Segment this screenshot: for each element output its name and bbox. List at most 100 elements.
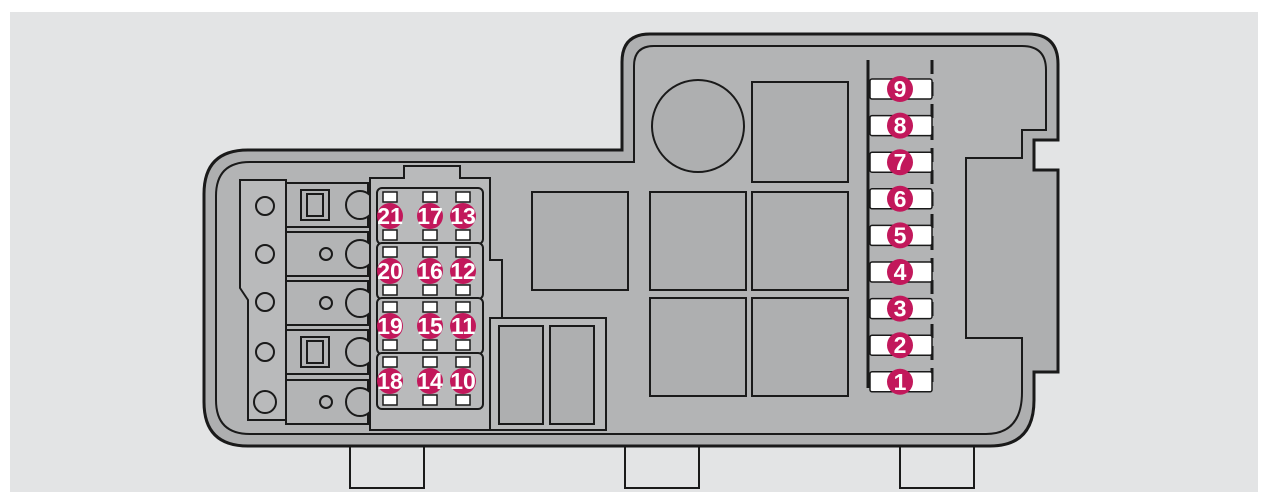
small-fuse: 14	[417, 356, 443, 406]
fuse-blade	[422, 229, 438, 241]
relay-slot	[649, 297, 747, 397]
fuse-blade	[422, 394, 438, 406]
fuse-number-badge	[450, 203, 476, 229]
fuse-blade	[422, 284, 438, 296]
fuse-number-badge	[887, 112, 913, 139]
fuse-number-badge	[887, 76, 913, 102]
fuse-blade	[455, 284, 471, 296]
fuse-blade	[382, 191, 398, 203]
fuse-number-badge	[887, 259, 913, 285]
fuse-number-badge	[450, 368, 476, 394]
relay-slot	[751, 297, 849, 397]
strip-fuse: 3	[869, 295, 933, 322]
maxi-fuse-slot	[549, 325, 595, 425]
small-fuse: 15	[417, 301, 443, 351]
strip-fuse: 4	[869, 259, 933, 285]
fuse-number-badge	[887, 332, 913, 359]
fuse-number-badge	[417, 313, 443, 339]
relay-slot	[751, 81, 849, 183]
fuse-blade	[455, 339, 471, 351]
fuse-number-badge	[417, 258, 443, 284]
connector-hole	[253, 390, 277, 414]
fuse-number-badge	[887, 368, 913, 395]
relay-slot	[531, 191, 629, 291]
fuse-number: 11	[451, 313, 476, 339]
terminal-round-contacts	[345, 190, 375, 417]
fuse-number: 19	[377, 313, 403, 339]
fuse-blade	[455, 229, 471, 241]
fuse-number-badge	[450, 313, 476, 339]
fuse-number: 10	[450, 368, 476, 394]
connector-holes	[253, 196, 277, 414]
fuse-blade	[382, 284, 398, 296]
fuse-number: 3	[894, 296, 907, 322]
terminal-square	[300, 336, 330, 368]
connector-hole	[255, 292, 275, 312]
fuse-number-badge	[377, 368, 403, 394]
fuse-number: 17	[417, 203, 443, 229]
fuse-number: 20	[377, 258, 403, 284]
terminal-pin-contacts	[319, 247, 333, 409]
terminal-square-contacts	[300, 189, 330, 368]
fuse-blade	[455, 246, 471, 258]
relay-slot	[649, 191, 747, 291]
terminal-square	[300, 189, 330, 221]
fuse-number: 4	[894, 259, 907, 285]
strip-fuse: 7	[869, 149, 933, 176]
fuse-number: 16	[417, 258, 443, 284]
fuse-number-badge	[377, 258, 403, 284]
fuse-blade	[382, 394, 398, 406]
fuse-number: 15	[417, 313, 443, 339]
terminal-pin	[319, 296, 333, 310]
fuse-number-badge	[887, 222, 913, 249]
fuse-number-badge	[417, 368, 443, 394]
fuse-number: 18	[377, 368, 403, 394]
fuse-number: 7	[894, 149, 907, 175]
small-fuse: 16	[417, 246, 443, 296]
maxi-fuse-slot	[498, 325, 544, 425]
fuse-blade	[455, 394, 471, 406]
fuse-blade	[455, 301, 471, 313]
small-fuses: 21 17 13 20 16 12 19 15 11 18 14 10	[377, 191, 476, 406]
small-fuse: 17	[417, 191, 443, 241]
fuse-number: 5	[894, 222, 907, 248]
fuse-blade	[382, 229, 398, 241]
small-fuse: 20	[377, 246, 403, 296]
fuse-blade	[382, 246, 398, 258]
fuse-number: 13	[450, 203, 476, 229]
small-fuse: 18	[377, 356, 403, 406]
small-fuse: 21	[377, 191, 403, 241]
fuse-number: 1	[894, 369, 907, 395]
fuse-blade	[422, 301, 438, 313]
fuse-number-badge	[377, 313, 403, 339]
fuse-number: 2	[894, 332, 907, 358]
fuse-number: 14	[417, 368, 443, 394]
fuse-number-badge	[417, 203, 443, 229]
round-socket	[651, 79, 745, 173]
small-fuse: 10	[450, 356, 476, 406]
fuse-blade	[382, 356, 398, 368]
mounting-tab-left	[349, 439, 425, 489]
fuse-blade	[382, 301, 398, 313]
fuse-number: 6	[894, 186, 907, 212]
connector-hole	[255, 196, 275, 216]
small-fuse: 11	[450, 301, 476, 351]
small-fuse: 19	[377, 301, 403, 351]
connector-hole	[255, 342, 275, 362]
fuse-number-badge	[887, 149, 913, 176]
fuse-number: 12	[450, 258, 476, 284]
strip-fuse: 2	[869, 332, 933, 359]
fuse-number-badge	[450, 258, 476, 284]
strip-fuse: 1	[869, 368, 933, 395]
strip-fuse: 6	[869, 185, 933, 212]
fuse-number-badge	[887, 185, 913, 212]
terminal-pin	[319, 395, 333, 409]
terminal-square	[306, 340, 324, 364]
relay-slots	[531, 81, 849, 397]
fuse-blade	[422, 246, 438, 258]
fuse-blade	[382, 339, 398, 351]
fuse-blade	[455, 356, 471, 368]
fuse-number: 8	[894, 113, 907, 139]
connector-hole	[255, 244, 275, 264]
